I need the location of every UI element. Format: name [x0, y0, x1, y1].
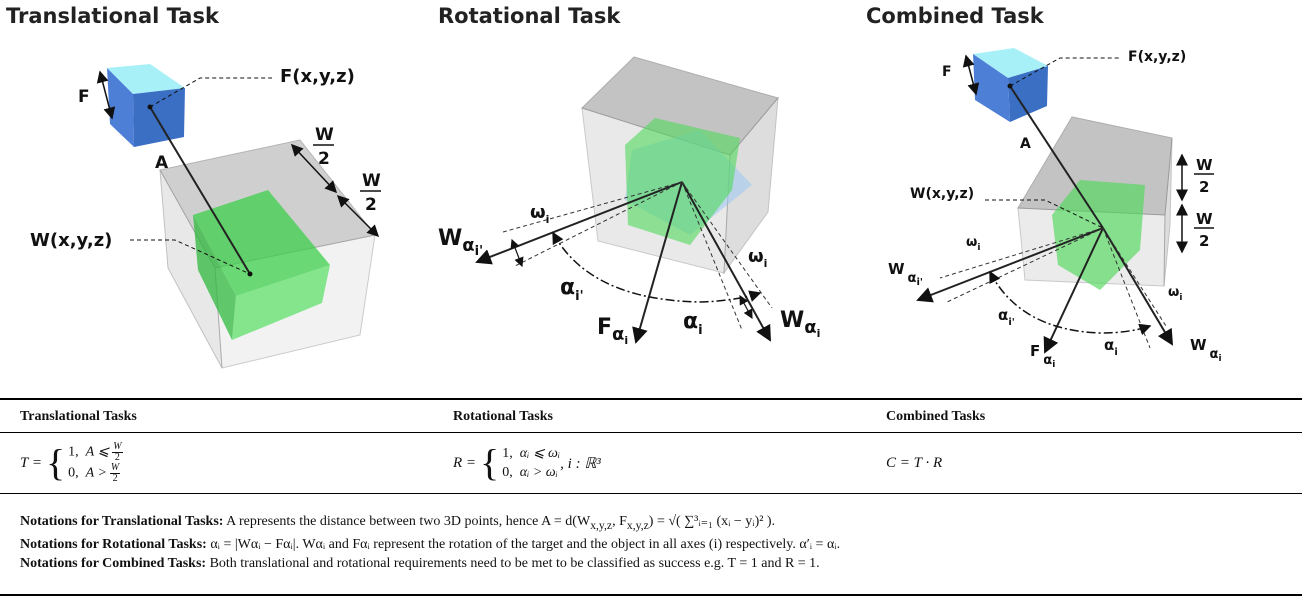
half-w-den-2: 2	[1199, 232, 1209, 250]
note-sub: x,y,z	[590, 518, 613, 532]
case-row: 1, αᵢ ⩽ ωᵢ	[502, 444, 560, 463]
combined-task-title: Combined Task	[866, 4, 1044, 28]
header-rotational: Rotational Tasks	[433, 398, 866, 433]
note-combined: Notations for Combined Tasks: Both trans…	[20, 554, 1290, 573]
header-combined: Combined Tasks	[866, 398, 1302, 433]
frac-den: 2	[114, 452, 120, 463]
rotational-formula: R = { 1, αᵢ ⩽ ωᵢ 0, αᵢ > ωᵢ , i : ℝ³	[453, 443, 866, 483]
w-alpha-prime-label: Wαi'	[438, 226, 483, 259]
formula-lhs: R =	[453, 454, 477, 471]
rotational-task-title: Rotational Task	[438, 4, 621, 28]
note-label: Notations for Translational Tasks:	[20, 514, 224, 529]
note-text: ) = √( ∑³ᵢ₌₁ (xᵢ − yᵢ)² ).	[648, 514, 776, 529]
note-label: Notations for Combined Tasks:	[20, 555, 207, 571]
f-point-label: F(x,y,z)	[1128, 49, 1186, 65]
brace-glyph: {	[480, 441, 500, 484]
target-cube	[193, 190, 330, 340]
combined-formula-cell: C = T · R	[866, 432, 1302, 494]
formula-cases: 1, αᵢ ⩽ ωᵢ 0, αᵢ > ωᵢ	[502, 444, 560, 482]
w-alpha-label: Wαi	[1190, 336, 1222, 364]
omega-label-left: ωi	[966, 235, 980, 253]
w-point-label: W(x,y,z)	[30, 230, 112, 251]
distance-label: A	[1020, 136, 1031, 152]
half-w-label-1: W	[315, 125, 334, 145]
alpha-prime-label: αi'	[998, 306, 1015, 328]
frac-den: 2	[112, 473, 118, 484]
header-translational: Translational Tasks	[0, 398, 433, 433]
f-size-label: F	[78, 87, 90, 107]
half-w-label-1: W	[1196, 156, 1213, 174]
note-text: A represents the distance between two 3D…	[223, 514, 591, 529]
note-text: Both translational and rotational requir…	[206, 555, 820, 571]
w-alpha-prime-label: Wαi'	[888, 260, 923, 288]
notations-block: Notations for Translational Tasks: A rep…	[20, 512, 1290, 573]
frac-num: W	[112, 441, 123, 453]
object-cube	[973, 48, 1048, 122]
half-w-den-1: 2	[1199, 178, 1209, 196]
formula-lhs: T =	[20, 454, 42, 471]
w-alpha-label: Wαi	[780, 308, 820, 340]
translational-diagram: F(x,y,z) F A W(x,y,z) W 2 W 2	[30, 64, 381, 369]
alpha-label: αi	[1104, 336, 1118, 358]
case-condition: αᵢ > ωᵢ	[519, 465, 558, 480]
half-w-den-1: 2	[318, 149, 330, 169]
combined-formula: C = T · R	[886, 454, 943, 471]
case-condition: A ⩽	[85, 444, 110, 460]
w-point-label: W(x,y,z)	[910, 186, 974, 202]
formula-domain: , i : ℝ³	[560, 455, 601, 472]
half-w-den-2: 2	[365, 195, 377, 215]
case-value: 1,	[502, 446, 513, 461]
half-w-label-2: W	[362, 171, 381, 191]
combined-diagram: F(x,y,z) F A W(x,y,z) W 2 W 2 ωi ωi Wαi'…	[888, 48, 1222, 370]
case-value: 0,	[68, 465, 79, 481]
note-sub: x,y,z	[626, 518, 649, 532]
note-text: αᵢ = |Wαᵢ − Fαᵢ|. Wαᵢ and Fαᵢ represent …	[206, 536, 841, 552]
note-translational: Notations for Translational Tasks: A rep…	[20, 512, 1290, 535]
target-cube	[625, 118, 740, 245]
f-alpha-label: Fαi	[1030, 342, 1055, 370]
f-size-label: F	[942, 64, 952, 80]
case-value: 1,	[68, 444, 79, 460]
note-label: Notations for Rotational Tasks:	[20, 536, 207, 552]
brace-glyph: {	[45, 441, 66, 484]
frac-num: W	[109, 462, 121, 474]
rotational-diagram: ωi ωi Wαi' αi' Fαi αi Wαi	[438, 56, 820, 347]
alpha-prime-label: αi'	[560, 275, 584, 304]
case-value: 0,	[502, 465, 513, 480]
note-text: , F	[612, 514, 627, 529]
omega-label-right: ωi	[748, 246, 767, 270]
omega-label-right: ωi	[1168, 285, 1182, 303]
case-condition: A >	[85, 465, 107, 481]
case-condition: αᵢ ⩽ ωᵢ	[519, 446, 561, 461]
note-rotational: Notations for Rotational Tasks: αᵢ = |Wα…	[20, 535, 1290, 554]
f-alpha-label: Fαi	[597, 315, 628, 347]
task-definitions-table: Translational Tasks Rotational Tasks Com…	[0, 398, 1302, 494]
bottom-rule	[0, 594, 1302, 596]
alpha-label: αi	[683, 309, 703, 338]
case-row: 0, αᵢ > ωᵢ	[502, 463, 560, 482]
half-w-label-2: W	[1196, 210, 1213, 228]
rotational-formula-cell: R = { 1, αᵢ ⩽ ωᵢ 0, αᵢ > ωᵢ , i : ℝ³	[433, 432, 866, 494]
f-point-label: F(x,y,z)	[280, 66, 355, 87]
target-cube	[1052, 180, 1145, 290]
distance-label: A	[155, 153, 169, 173]
table-header-row: Translational Tasks Rotational Tasks Com…	[0, 398, 1302, 433]
translational-task-title: Translational Task	[6, 4, 219, 28]
task-illustrations: F(x,y,z) F A W(x,y,z) W 2 W 2 ωi ωi Wαi'	[30, 48, 1222, 370]
omega-label-left: ωi	[530, 202, 549, 226]
object-cube	[107, 64, 185, 147]
